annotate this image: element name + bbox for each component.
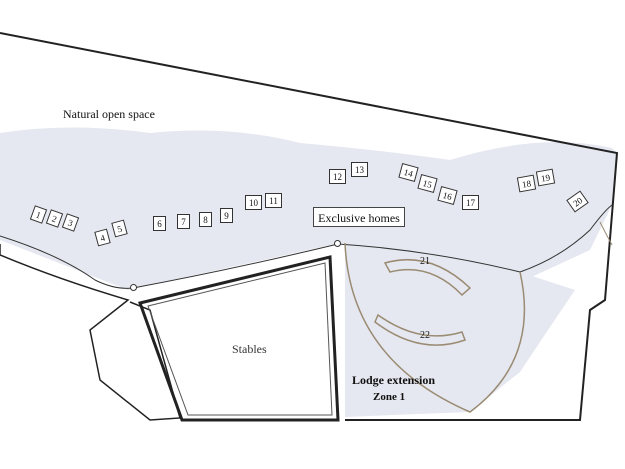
lodge-unit-22-label: 22 (420, 330, 430, 341)
lot-12[interactable]: 12 (329, 169, 346, 184)
lot-10[interactable]: 10 (245, 195, 262, 210)
lodge-boundary (344, 242, 526, 413)
lodge-unit-21-label: 21 (420, 256, 430, 267)
lot-9[interactable]: 9 (220, 208, 233, 223)
lodge-unit-21-outline (383, 259, 472, 297)
left-plot (0, 244, 181, 421)
lodge-unit-22-outline (374, 313, 466, 346)
exclusive-homes-label: Exclusive homes (313, 207, 405, 227)
road-junction-right (334, 240, 341, 247)
lot-19[interactable]: 19 (535, 168, 556, 187)
lot-13[interactable]: 13 (351, 162, 368, 177)
stables-outline (138, 255, 340, 422)
lot-8[interactable]: 8 (199, 212, 212, 227)
property-boundary (0, 32, 619, 421)
lodge-extension-area (345, 243, 575, 417)
natural-open-space-label: Natural open space (63, 107, 155, 121)
lot-6[interactable]: 6 (153, 216, 166, 231)
zone-label: Zone 1 (373, 391, 406, 403)
road-junction-left (130, 284, 137, 291)
lot-11[interactable]: 11 (265, 193, 282, 208)
stables-inner-outline (147, 262, 333, 416)
lot-17[interactable]: 17 (462, 195, 479, 210)
stables-label: Stables (232, 342, 267, 356)
lot-7[interactable]: 7 (177, 214, 190, 229)
lodge-extension-label: Lodge extension (352, 373, 436, 387)
lot-18[interactable]: 18 (516, 174, 537, 193)
walkway-right (599, 221, 613, 246)
